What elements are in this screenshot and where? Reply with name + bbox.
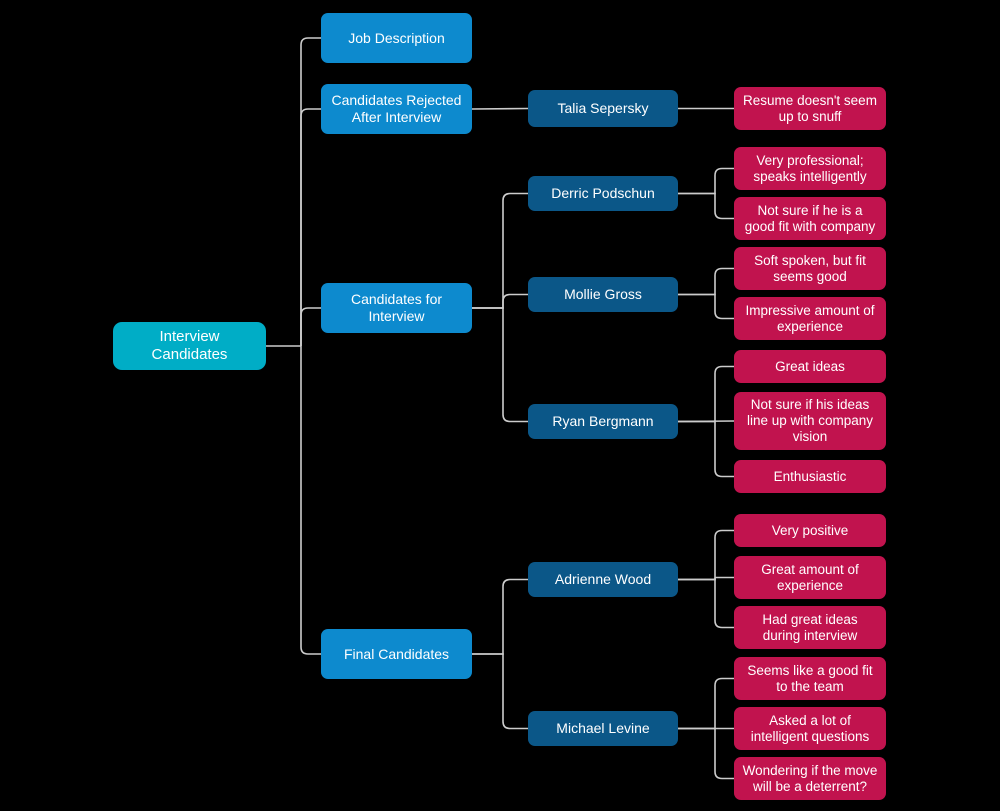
- node-label: Interview Candidates: [151, 328, 228, 363]
- node-label: Resume doesn't seem up to snuff: [743, 92, 877, 124]
- note-node-soft-spoken-but-fit-seems-good[interactable]: Soft spoken, but fit seems good: [734, 247, 886, 290]
- node-label: Job Description: [348, 29, 445, 46]
- connector-line: [471, 107, 529, 110]
- node-label: Candidates for Interview: [350, 291, 443, 324]
- branch-node-candidates-rejected-after-interview[interactable]: Candidates Rejected After Interview: [321, 84, 472, 134]
- node-label: Wondering if the move will be a deterren…: [742, 762, 878, 794]
- person-node-talia-sepersky[interactable]: Talia Sepersky: [528, 90, 678, 127]
- node-label: Very professional; speaks intelligently: [753, 152, 867, 184]
- branch-node-final-candidates[interactable]: Final Candidates: [321, 629, 472, 679]
- node-label: Great ideas: [775, 358, 845, 374]
- node-label: Michael Levine: [556, 720, 650, 737]
- node-label: Soft spoken, but fit seems good: [754, 252, 866, 284]
- note-node-asked-a-lot-of-intelligent-questions[interactable]: Asked a lot of intelligent questions: [734, 707, 886, 750]
- connector-line: [300, 346, 321, 655]
- person-node-mollie-gross[interactable]: Mollie Gross: [528, 277, 678, 312]
- note-node-very-professional-speaks-intelligently[interactable]: Very professional; speaks intelligently: [734, 147, 886, 190]
- connector-line: [472, 293, 528, 309]
- node-label: Seems like a good fit to the team: [747, 662, 873, 694]
- connector-line: [472, 192, 528, 309]
- connector-line: [472, 578, 528, 655]
- note-node-great-ideas[interactable]: Great ideas: [734, 350, 886, 383]
- connector-line: [300, 37, 321, 346]
- connector-line: [472, 307, 528, 423]
- connector-line: [678, 576, 734, 581]
- node-label: Derric Podschun: [551, 185, 655, 202]
- person-node-michael-levine[interactable]: Michael Levine: [528, 711, 678, 746]
- branch-node-job-description[interactable]: Job Description: [321, 13, 472, 63]
- node-label: Enthusiastic: [773, 468, 847, 484]
- node-label: Mollie Gross: [564, 286, 642, 303]
- node-label: Adrienne Wood: [554, 571, 652, 588]
- node-label: Not sure if his ideas line up with compa…: [746, 397, 874, 444]
- connector-line: [678, 677, 734, 730]
- node-label: Great amount of experience: [761, 561, 859, 593]
- connector-line: [678, 365, 734, 423]
- node-label: Impressive amount of experience: [745, 302, 875, 334]
- connector-line: [300, 108, 321, 346]
- note-node-not-sure-if-he-is-a-good-fit-with-company[interactable]: Not sure if he is a good fit with compan…: [734, 197, 886, 240]
- note-node-not-sure-if-his-ideas-line-up-with-company-visio[interactable]: Not sure if his ideas line up with compa…: [734, 392, 886, 450]
- note-node-had-great-ideas-during-interview[interactable]: Had great ideas during interview: [734, 606, 886, 649]
- connector-line: [678, 420, 734, 478]
- person-node-derric-podschun[interactable]: Derric Podschun: [528, 176, 678, 211]
- note-node-wondering-if-the-move-will-be-a-deterrent[interactable]: Wondering if the move will be a deterren…: [734, 757, 886, 800]
- node-label: Candidates Rejected After Interview: [331, 92, 462, 125]
- node-label: Asked a lot of intelligent questions: [750, 712, 870, 744]
- note-node-great-amount-of-experience[interactable]: Great amount of experience: [734, 556, 886, 599]
- person-node-ryan-bergmann[interactable]: Ryan Bergmann: [528, 404, 678, 439]
- connector-line: [300, 307, 321, 346]
- connector-line: [678, 167, 734, 195]
- connector-line: [678, 727, 734, 780]
- note-node-enthusiastic[interactable]: Enthusiastic: [734, 460, 886, 493]
- node-label: Talia Sepersky: [557, 100, 649, 117]
- connector-line: [678, 192, 734, 220]
- branch-node-candidates-for-interview[interactable]: Candidates for Interview: [321, 283, 472, 333]
- node-label: Ryan Bergmann: [552, 413, 654, 430]
- node-label: Had great ideas during interview: [762, 611, 858, 643]
- note-node-impressive-amount-of-experience[interactable]: Impressive amount of experience: [734, 297, 886, 340]
- node-label: Very positive: [771, 522, 849, 538]
- connector-line: [472, 653, 528, 730]
- note-node-seems-like-a-good-fit-to-the-team[interactable]: Seems like a good fit to the team: [734, 657, 886, 700]
- person-node-adrienne-wood[interactable]: Adrienne Wood: [528, 562, 678, 597]
- connector-line: [678, 578, 734, 629]
- node-label: Not sure if he is a good fit with compan…: [744, 202, 876, 234]
- connector-line: [678, 293, 734, 320]
- connector-line: [678, 529, 734, 581]
- root-node-interview-candidates[interactable]: Interview Candidates: [113, 322, 266, 370]
- connector-line: [678, 267, 734, 296]
- note-node-very-positive[interactable]: Very positive: [734, 514, 886, 547]
- note-node-resume-doesn-t-seem-up-to-snuff[interactable]: Resume doesn't seem up to snuff: [734, 87, 886, 130]
- node-label: Final Candidates: [343, 645, 450, 662]
